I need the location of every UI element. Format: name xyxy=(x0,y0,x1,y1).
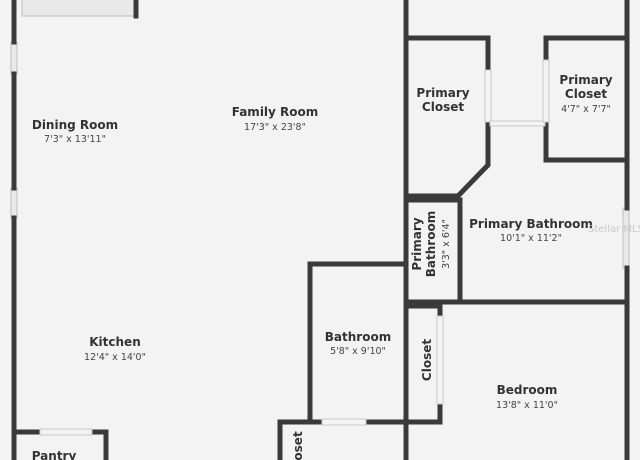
watermark: Stellar MLS xyxy=(588,224,640,235)
window-right-middle xyxy=(622,207,630,269)
room-kitchen: Kitchen 12'4" x 14'0" xyxy=(84,335,146,363)
room-primary-bathroom-small: Primary Bathroom 3'3" x 6'4" xyxy=(410,211,452,277)
wall-closet-divider xyxy=(403,303,443,319)
bathroom-name: Bathroom xyxy=(325,330,391,344)
bedroom-dims: 13'8" x 11'0" xyxy=(496,400,558,411)
wall-closet-right xyxy=(543,35,630,63)
door-closets-connector xyxy=(489,120,546,127)
closet-name: Closet xyxy=(420,339,434,381)
dining-room-name: Dining Room xyxy=(32,118,118,132)
room-pantry: Pantry xyxy=(32,449,77,460)
primary-closet-right-name-1: Primary xyxy=(559,73,612,87)
window-left-upper xyxy=(10,41,18,75)
room-primary-closet-left: Primary Closet xyxy=(416,86,469,114)
bedroom-name: Bedroom xyxy=(497,383,558,397)
room-primary-bathroom: Primary Bathroom 10'1" x 11'2" xyxy=(469,217,593,244)
closet-bottom-name: loset xyxy=(291,431,305,460)
wall-pantry-b xyxy=(89,429,109,460)
window-top-left xyxy=(21,0,135,17)
kitchen-name: Kitchen xyxy=(89,335,141,349)
primary-closet-right-name-2: Closet xyxy=(565,87,607,101)
room-bedroom: Bedroom 13'8" x 11'0" xyxy=(496,383,558,411)
door-closet-right xyxy=(542,59,550,123)
wall-closet-right-b xyxy=(543,119,630,163)
family-room-name: Family Room xyxy=(232,105,319,119)
wall-closet-divider-b xyxy=(403,401,443,425)
room-closet-bottom: loset xyxy=(291,431,305,460)
primary-bathroom-dims: 10'1" x 11'2" xyxy=(500,233,562,244)
door-bath-bottom xyxy=(321,418,367,426)
primary-closet-left-name-2: Closet xyxy=(422,100,464,114)
family-room-dims: 17'3" x 23'8" xyxy=(244,122,306,133)
wall-closet-left xyxy=(403,35,491,73)
room-primary-closet-right: Primary Closet 4'7" x 7'7" xyxy=(559,73,612,115)
primary-bathroom-name: Primary Bathroom xyxy=(469,217,593,231)
walls xyxy=(11,0,630,460)
primary-closet-left-name-1: Primary xyxy=(416,86,469,100)
window-left-middle xyxy=(10,187,18,219)
room-family-room: Family Room 17'3" x 23'8" xyxy=(232,105,319,133)
door-bath-closet xyxy=(436,315,444,405)
bathroom-dims: 5'8" x 9'10" xyxy=(330,346,386,357)
primary-bathroom-small-name-2: Bathroom xyxy=(424,211,438,277)
kitchen-dims: 12'4" x 14'0" xyxy=(84,352,146,363)
door-pantry xyxy=(39,428,93,436)
room-dining-room: Dining Room 7'3" x 13'11" xyxy=(32,118,118,145)
primary-bathroom-small-dims: 3'3" x 6'4" xyxy=(441,219,452,269)
door-closet-left xyxy=(484,69,492,123)
pantry-name: Pantry xyxy=(32,449,77,460)
room-bathroom: Bathroom 5'8" x 9'10" xyxy=(325,330,391,357)
wall-closet-left-b xyxy=(403,35,491,199)
room-closet: Closet xyxy=(420,339,434,381)
dining-room-dims: 7'3" x 13'11" xyxy=(44,134,106,145)
primary-closet-right-dims: 4'7" x 7'7" xyxy=(561,104,611,115)
primary-bathroom-small-name-1: Primary xyxy=(410,217,424,270)
